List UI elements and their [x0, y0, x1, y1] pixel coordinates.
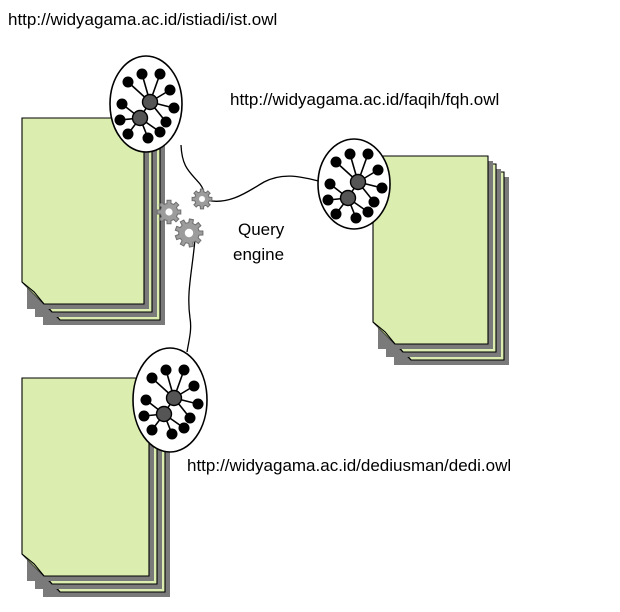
graph-node — [146, 372, 158, 384]
connector-engine-fqh — [205, 175, 324, 202]
connector-engine-dedi — [186, 227, 197, 353]
gear-icon — [156, 199, 182, 225]
document-page — [21, 117, 145, 305]
graph-hub — [349, 173, 367, 191]
graph-node — [136, 68, 148, 80]
graph-node — [142, 132, 154, 144]
graph-node — [322, 194, 334, 206]
query-engine-label-line1: Query — [238, 220, 285, 239]
document-stack-dedi — [21, 377, 170, 597]
gear-icon — [174, 218, 204, 248]
graph-node — [376, 182, 388, 194]
ontology-icon-fqh — [317, 138, 391, 230]
graph-node — [116, 98, 128, 110]
graph-hub — [131, 109, 149, 127]
document-stack-fqh — [372, 155, 509, 365]
query-engine-label-line2: engine — [233, 245, 285, 264]
graph-node — [140, 394, 152, 406]
graph-node — [184, 412, 196, 424]
graph-hub — [141, 93, 159, 111]
graph-node — [122, 76, 134, 88]
gear-icon — [191, 188, 213, 210]
graph-node — [178, 364, 190, 376]
graph-node — [188, 380, 200, 392]
graph-node — [178, 422, 190, 434]
graph-node — [362, 148, 374, 160]
document-page — [21, 377, 150, 577]
ontology-icon-dedi — [132, 347, 208, 453]
graph-node — [138, 410, 150, 422]
graph-node — [372, 164, 384, 176]
graph-node — [168, 102, 180, 114]
graph-node — [160, 116, 172, 128]
graph-node — [146, 424, 158, 436]
graph-node — [122, 128, 134, 140]
document-stack-ist — [21, 117, 165, 325]
graph-node — [350, 212, 362, 224]
graph-hub — [165, 389, 183, 407]
graph-node — [330, 208, 342, 220]
graph-node — [166, 428, 178, 440]
fqh-ontology-url: http://widyagama.ac.id/faqih/fqh.owl — [230, 90, 500, 109]
graph-node — [154, 126, 166, 138]
graph-node — [154, 68, 166, 80]
graph-node — [192, 398, 204, 410]
graph-hub — [155, 405, 173, 423]
ontology-icon-ist — [109, 55, 183, 153]
graph-node — [330, 156, 342, 168]
document-page — [372, 155, 489, 345]
graph-hub — [339, 189, 357, 207]
graph-node — [368, 196, 380, 208]
graph-node — [164, 84, 176, 96]
ist-ontology-url: http://widyagama.ac.id/istiadi/ist.owl — [8, 10, 278, 29]
dedi-ontology-url: http://widyagama.ac.id/dediusman/dedi.ow… — [187, 456, 512, 475]
graph-node — [160, 364, 172, 376]
graph-node — [324, 178, 336, 190]
graph-node — [344, 148, 356, 160]
graph-node — [362, 206, 374, 218]
graph-node — [114, 114, 126, 126]
